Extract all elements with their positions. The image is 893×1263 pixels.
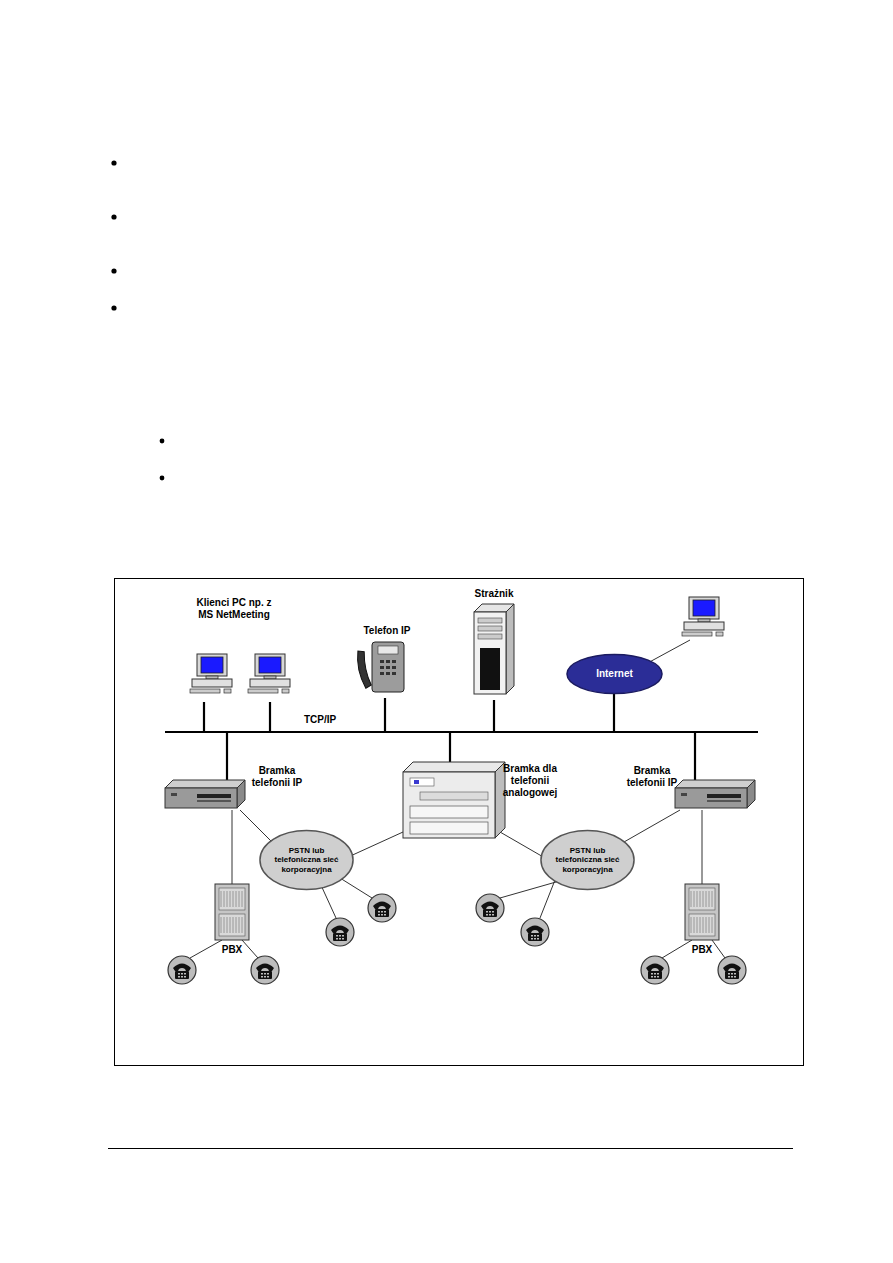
device-label: Bramka dla telefonii analogowej: [499, 763, 561, 799]
device-label: Telefon IP: [352, 625, 422, 637]
node-text: PSTN lub telefoniczna sieć korporacyjna: [554, 846, 622, 874]
network-cloud: PSTN lub telefoniczna sieć korporacyjna: [259, 830, 354, 890]
network-cloud: PSTN lub telefoniczna sieć korporacyjna: [540, 830, 635, 890]
network-cloud: Internet: [566, 654, 663, 694]
device-label: PBX: [682, 944, 722, 956]
device-label: Bramka telefonii IP: [621, 765, 683, 789]
device-label: Strażnik: [464, 588, 524, 600]
network-label: TCP/IP: [302, 714, 338, 726]
device-label: PBX: [212, 944, 252, 956]
node-text: PSTN lub telefoniczna sieć korporacyjna: [273, 846, 341, 874]
device-label: Bramka telefonii IP: [246, 765, 308, 789]
node-text: Internet: [580, 668, 650, 680]
device-label: Klienci PC np. z MS NetMeeting: [191, 597, 277, 621]
